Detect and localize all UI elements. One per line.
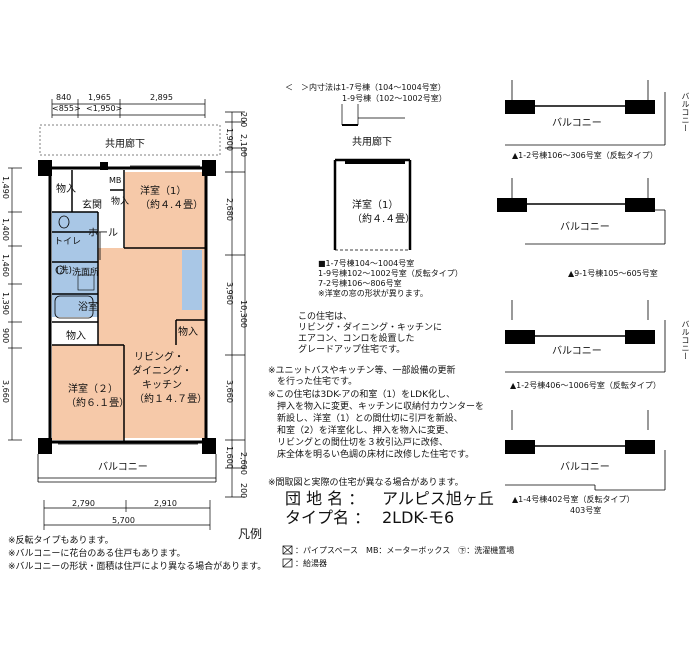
balcony-variant-1-caption: ▲1-2号棟106～306号室（反転タイプ） xyxy=(512,151,658,160)
note-line: 押入を物入に変更、キッチンに収納付カウンターを xyxy=(268,402,485,412)
dim-right-3: 2,100 xyxy=(239,134,248,157)
middle-corridor-label: 共用廊下 xyxy=(352,137,392,148)
dim-right-9: 2,600 xyxy=(239,452,248,475)
western-room-2-area xyxy=(52,345,124,440)
dim-left-4: 1,390 xyxy=(1,292,10,315)
ldk-size: （約１４.７畳） xyxy=(134,394,208,405)
complex-name-label: 団 地 名 ： xyxy=(285,489,365,508)
balcony-variant-4-caption: ▲1-4号棟402号室（反転タイプ） xyxy=(512,495,635,504)
middle-room-size: （約４.４畳） xyxy=(352,214,416,225)
dim-left-1: 1,490 xyxy=(1,176,10,199)
balcony-variant-1-side: バルコニー xyxy=(681,92,690,132)
balcony-variant-4-label: バルコニー xyxy=(560,462,610,473)
note-line: を行った住宅です。 xyxy=(268,377,358,387)
middle-desc-1: この住宅は、 xyxy=(298,312,353,322)
middle-legend-4: ※洋室の窓の形状が異ります。 xyxy=(318,289,428,298)
hall-label: ホール xyxy=(88,228,118,239)
middle-legend-2: 1-9号棟102～1002号室（反転タイプ） xyxy=(318,269,463,278)
balcony-variant-3-side: バルコニー xyxy=(681,320,690,360)
dim-left-2: 1,400 xyxy=(1,218,10,241)
dim-bottom-1: 2,790 xyxy=(72,499,95,508)
dim-bottom-total: 5,700 xyxy=(112,516,135,525)
dim-left-5: 900 xyxy=(1,328,10,344)
ldk-label-2: ダイニング・ xyxy=(132,366,192,377)
dim-bottom-2: 2,910 xyxy=(154,499,177,508)
bath-label: 浴室 xyxy=(78,302,98,313)
dim-right-6: 10,300 xyxy=(239,300,248,328)
dim-right-7: 3,660 xyxy=(225,380,234,403)
storage-4-label: 物入 xyxy=(178,327,198,338)
toilet-area xyxy=(52,212,98,234)
western-room-1-size: （約４.４畳） xyxy=(140,200,204,211)
middle-room-label: 洋室（1） xyxy=(352,200,399,211)
western-room-2-size: （約６.１畳） xyxy=(66,398,130,409)
balcony-variant-3-caption: ▲1-2号棟406～1006号室（反転タイプ） xyxy=(510,381,661,390)
note-line: 和室（2）を洋室化し、押入を物入に変更、 xyxy=(268,426,454,436)
balcony-variant-4-caption-2: 403号室 xyxy=(570,506,602,515)
dim-top-3: 2,895 xyxy=(150,93,173,102)
middle-note-2: 1-9号棟（102～1002号室） xyxy=(342,94,447,103)
balcony-variant-1-label: バルコニー xyxy=(552,118,602,129)
western-room-1-label: 洋室（1） xyxy=(140,186,187,197)
note-line: ※ユニットバスやキッチン等、一部設備の更新 xyxy=(268,366,456,376)
middle-note-1: ＜ ＞内寸法は1-7号棟（104～1004号室） xyxy=(285,83,446,92)
dim-top-alt-1: <855> xyxy=(52,104,81,113)
note-line: ※この住宅は3DK-アの和室（1）をLDK化し、 xyxy=(268,390,455,400)
dim-right-1: 200 xyxy=(239,112,248,128)
footnote: ※バルコニーの形状・面積は住戸により異なる場合があります。 xyxy=(8,562,267,572)
storage-3-label: 物入 xyxy=(66,331,86,342)
ldk-label-3: キッチン xyxy=(142,380,182,391)
dim-top-2: 1,965 xyxy=(88,93,111,102)
middle-desc-4: グレードアップ住宅です。 xyxy=(298,345,406,355)
storage-1-label: 物入 xyxy=(56,184,76,195)
dim-right-2: 1,900 xyxy=(225,128,234,151)
legend-line-1: ：パイプスペース MB：メーターボックス ㊦：洗濯機置場 xyxy=(295,546,515,555)
wash-mark-icon: (洗) xyxy=(56,266,73,276)
dim-left-3: 1,460 xyxy=(1,254,10,277)
dim-right-10: 200 xyxy=(239,483,248,499)
ldk-label-1: リビング・ xyxy=(134,352,184,363)
corridor-label: 共用廊下 xyxy=(105,139,145,150)
washroom-label: 洗面所 xyxy=(72,268,100,278)
complex-name: アルピス旭ヶ丘 xyxy=(382,489,494,508)
balcony-variant-2-label: バルコニー xyxy=(560,222,610,233)
legend-line-2: ：給湯器 xyxy=(295,559,327,568)
note-line: ※間取図と実際の住宅が異なる場合があります。 xyxy=(268,478,464,488)
western-room-2-label: 洋室（２） xyxy=(68,384,118,395)
dim-top-alt-2: <1,950> xyxy=(86,104,123,113)
legend-title: 凡例 xyxy=(238,527,263,541)
meter-box-label: MB xyxy=(109,176,122,185)
storage-2-label: 物入 xyxy=(111,197,130,207)
middle-legend-1: ■1-7号棟104～1004号室 xyxy=(318,259,415,268)
note-line: 床全体を明るい色調の床材に改修した住宅です。 xyxy=(268,450,475,460)
toilet-label: トイレ xyxy=(54,237,82,247)
balcony-variant-3-label: バルコニー xyxy=(552,346,602,357)
middle-legend-3: 7-2号棟106～806号室 xyxy=(318,279,402,288)
dim-right-5: 3,960 xyxy=(225,282,234,305)
middle-desc-3: エアコン、コンロを設置した xyxy=(298,334,415,344)
dim-left-6: 3,660 xyxy=(1,380,10,403)
footnote: ※バルコニーに花台のある住戸もあります。 xyxy=(8,549,186,559)
wet-area xyxy=(52,232,98,317)
balcony-label: バルコニー xyxy=(98,462,148,473)
dim-right-4: 2,680 xyxy=(225,198,234,221)
kitchen-counter xyxy=(182,250,202,310)
middle-desc-2: リビング・ダイニング・キッチンに xyxy=(298,323,443,333)
type-name: 2LDK-モ6 xyxy=(382,508,455,527)
entrance-label: 玄関 xyxy=(82,200,102,211)
footnote: ※反転タイプもあります。 xyxy=(8,536,114,546)
dim-right-8: 1,600 xyxy=(225,446,234,469)
note-line: 新設し、洋室（1）との間仕切に引戸を新設、 xyxy=(268,414,463,424)
note-line: リビングとの間仕切を３枚引込戸に改修、 xyxy=(268,438,448,448)
western-room-1-area xyxy=(125,172,205,250)
dim-top-1: 840 xyxy=(56,93,72,102)
type-name-label: タイプ名 ： xyxy=(285,508,371,527)
balcony-variant-2-caption: ▲9-1号棟105～605号室 xyxy=(568,269,658,278)
